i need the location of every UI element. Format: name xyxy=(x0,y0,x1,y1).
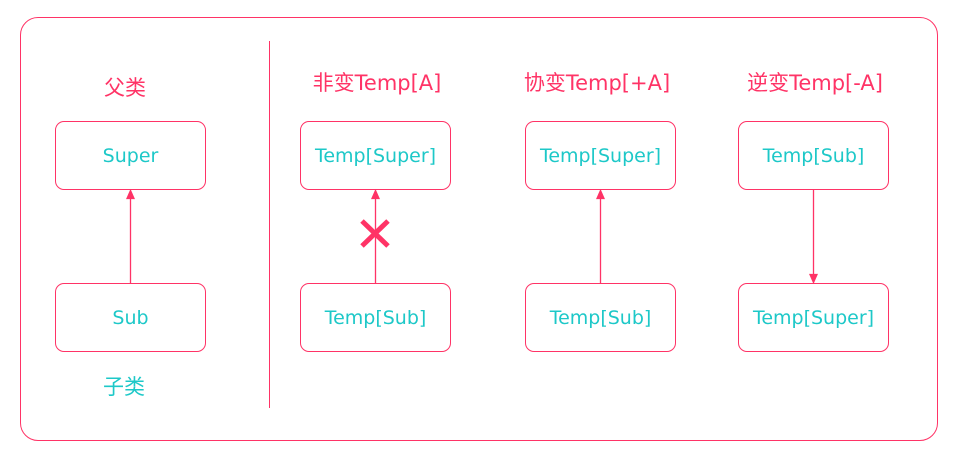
super-box: Super xyxy=(55,121,206,190)
covariant-title: 协变Temp[+A] xyxy=(523,71,671,95)
invariant-title: 非变Temp[A] xyxy=(312,71,442,95)
invariant-top-box: Temp[Super] xyxy=(300,121,451,190)
contravariant-bottom-box: Temp[Super] xyxy=(738,283,889,352)
diagram-frame xyxy=(20,17,938,441)
divider-line xyxy=(269,41,270,408)
child-class-label: 子类 xyxy=(103,375,145,399)
covariant-top-box: Temp[Super] xyxy=(525,121,676,190)
contravariant-title: 逆变Temp[-A] xyxy=(747,71,883,95)
parent-class-label: 父类 xyxy=(104,76,146,100)
covariant-bottom-box: Temp[Sub] xyxy=(525,283,676,352)
sub-box: Sub xyxy=(55,283,206,352)
invariant-bottom-box: Temp[Sub] xyxy=(300,283,451,352)
contravariant-top-box: Temp[Sub] xyxy=(738,121,889,190)
